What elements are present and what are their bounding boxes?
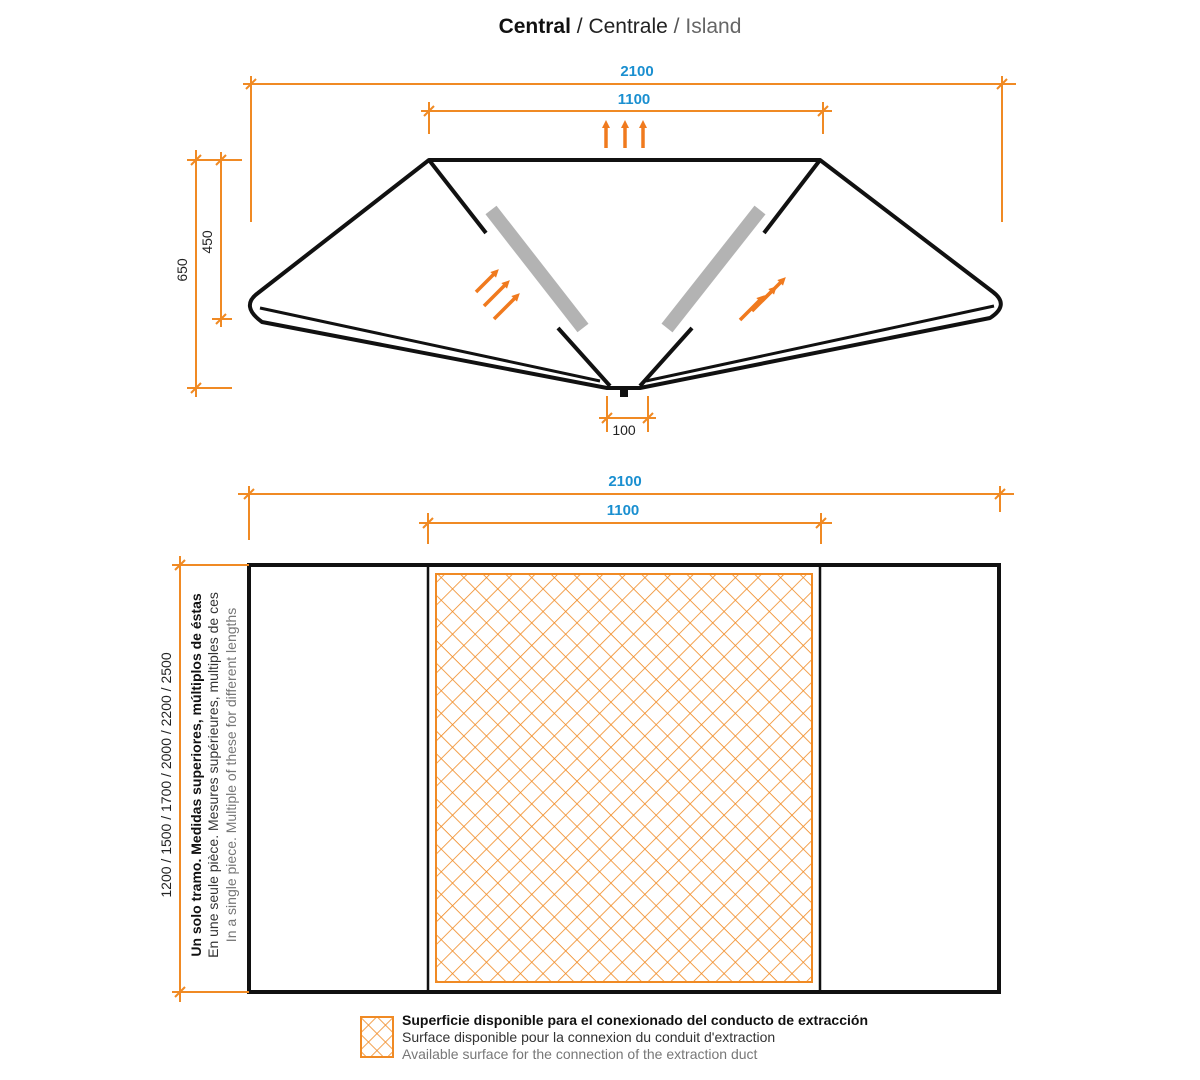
airflow-arrows-left [474,269,520,321]
dimension-2100-plan-label: 2100 [608,473,641,490]
plan-view: 2100 1100 1200 / 1500 / 1700 / 2000 / 22… [158,473,1014,1002]
dimension-450 [212,152,240,327]
lengths-values: 1200 / 1500 / 1700 / 2000 / 2200 / 2500 [158,652,174,897]
filter-right [661,205,766,333]
grease-filters [485,205,766,333]
dimension-2100-top-label: 2100 [620,63,653,80]
dimension-450-label: 450 [199,230,215,254]
dimension-2100-top [243,76,1016,222]
diagram-title: Central / Centrale / Island [499,15,742,38]
dimension-650-label: 650 [174,258,190,282]
inner-baffles [427,158,822,388]
title-en: Island [685,15,741,38]
title-sep-1: / [571,15,589,38]
title-sep-2: / [668,15,686,38]
airflow-arrows-up [602,120,647,148]
dimension-1100-plan-label: 1100 [607,502,640,519]
legend-text-en: Available surface for the connection of … [402,1046,758,1062]
hood-plan-outline [247,563,1001,994]
dimension-2100-plan [238,486,1014,540]
dimension-100-label: 100 [612,422,636,438]
dimension-650 [187,150,242,397]
lengths-note-fr: En une seule pièce. Mesures supérieures,… [205,592,221,958]
dimension-1100-top-label: 1100 [618,91,651,108]
dimension-1100-plan [419,513,832,544]
legend-text-es: Superficie disponible para el conexionad… [402,1012,868,1028]
lengths-note-en: In a single piece. Multiple of these for… [223,608,239,942]
dimension-100 [599,396,656,432]
filter-left [485,205,589,333]
extraction-connection-area [435,573,813,983]
lengths-note-es: Un solo tramo. Medidas superiores, múlti… [188,593,204,957]
legend: Superficie disponible para el conexionad… [402,1012,868,1063]
dimension-length [172,556,249,1002]
title-fr: Centrale [588,15,667,38]
title-es: Central [499,15,571,38]
legend-text-fr: Surface disponible pour la connexion du … [402,1029,776,1045]
legend-hatch-swatch [360,1016,394,1058]
duct-outlet [620,388,628,397]
top-view: 2100 1100 [174,63,1016,438]
airflow-arrows-right [738,277,786,322]
hood-outline [248,158,1003,390]
dimension-1100-top [421,102,832,134]
